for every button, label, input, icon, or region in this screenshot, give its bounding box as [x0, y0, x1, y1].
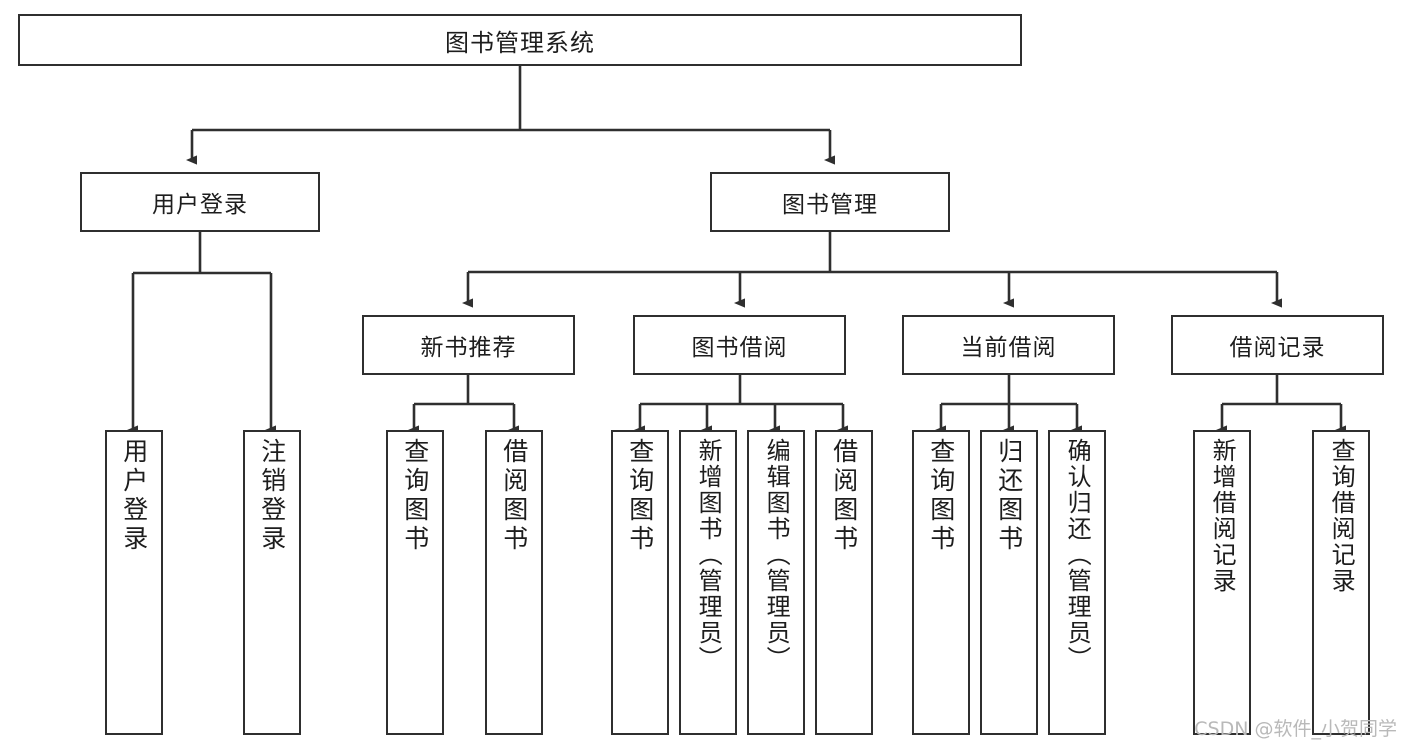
node-label: 当前借阅	[960, 335, 1057, 361]
node-label: 图书借阅	[691, 335, 788, 361]
node-label: 借阅图书	[499, 438, 529, 554]
node-label: 确认归还（管理员）	[1063, 438, 1092, 672]
node-label: 图书管理	[782, 192, 878, 218]
node-label: 用户登录	[152, 192, 248, 218]
leaf-add-borrow-record[interactable]: 新增借阅记录	[1193, 430, 1251, 735]
leaf-query-book-borrow[interactable]: 查询图书	[611, 430, 669, 735]
node-label: 查询图书	[400, 438, 430, 554]
leaf-borrow-book-recommend[interactable]: 借阅图书	[485, 430, 543, 735]
leaf-confirm-return-admin[interactable]: 确认归还（管理员）	[1048, 430, 1106, 735]
leaf-query-borrow-record[interactable]: 查询借阅记录	[1312, 430, 1370, 735]
leaf-user-login[interactable]: 用户登录	[105, 430, 163, 735]
leaf-query-book-current[interactable]: 查询图书	[912, 430, 970, 735]
leaf-borrow-book[interactable]: 借阅图书	[815, 430, 873, 735]
node-label: 编辑图书（管理员）	[762, 438, 791, 672]
node-label: 新书推荐	[420, 335, 517, 361]
node-label: 借阅图书	[829, 438, 859, 554]
leaf-add-book-admin[interactable]: 新增图书（管理员）	[679, 430, 737, 735]
node-current-borrow[interactable]: 当前借阅	[902, 315, 1115, 375]
leaf-logout[interactable]: 注销登录	[243, 430, 301, 735]
leaf-query-book-recommend[interactable]: 查询图书	[386, 430, 444, 735]
node-label: 借阅记录	[1229, 335, 1326, 361]
node-label: 查询借阅记录	[1327, 438, 1356, 594]
node-new-book-recommend[interactable]: 新书推荐	[362, 315, 575, 375]
node-root-library-system[interactable]: 图书管理系统	[18, 14, 1022, 66]
node-book-borrow[interactable]: 图书借阅	[633, 315, 846, 375]
node-label: 图书管理系统	[445, 28, 595, 57]
node-label: 查询图书	[926, 438, 956, 554]
watermark-text: CSDN @软件_小贺同学	[1194, 718, 1397, 740]
node-label: 新增图书（管理员）	[694, 438, 723, 672]
node-label: 归还图书	[994, 438, 1024, 554]
node-user-login[interactable]: 用户登录	[80, 172, 320, 232]
node-label: 新增借阅记录	[1208, 438, 1237, 594]
leaf-edit-book-admin[interactable]: 编辑图书（管理员）	[747, 430, 805, 735]
node-borrow-records[interactable]: 借阅记录	[1171, 315, 1384, 375]
node-label: 注销登录	[257, 438, 287, 554]
leaf-return-book[interactable]: 归还图书	[980, 430, 1038, 735]
node-book-management[interactable]: 图书管理	[710, 172, 950, 232]
node-label: 查询图书	[625, 438, 655, 554]
node-label: 用户登录	[119, 438, 149, 554]
